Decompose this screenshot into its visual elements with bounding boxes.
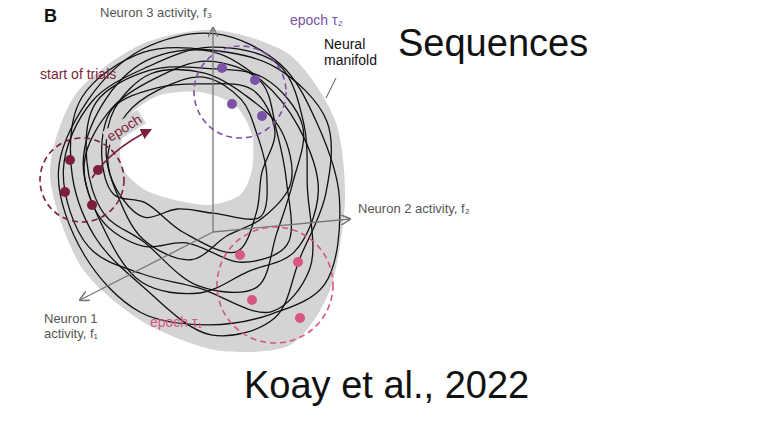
dot bbox=[65, 155, 75, 165]
epoch-dots bbox=[60, 63, 305, 323]
axis-f1 bbox=[80, 232, 213, 300]
dot bbox=[227, 99, 237, 109]
dot bbox=[250, 75, 260, 85]
axes bbox=[80, 28, 350, 300]
start-circle bbox=[40, 138, 124, 222]
dot bbox=[60, 187, 70, 197]
epoch-label: epoch τ₁ bbox=[150, 314, 202, 330]
dot bbox=[257, 111, 267, 121]
dot bbox=[235, 250, 245, 260]
trajectory bbox=[84, 61, 291, 262]
trajectory bbox=[83, 50, 318, 294]
dot bbox=[247, 295, 257, 305]
axis-label: Neuron 2 activity, f₂ bbox=[358, 202, 470, 217]
tau1-circle bbox=[217, 227, 333, 343]
slide-title: Sequences bbox=[398, 22, 588, 66]
dot bbox=[293, 257, 303, 267]
axis-label: Neuron 3 activity, f₃ bbox=[100, 6, 212, 21]
citation-caption: Koay et al., 2022 bbox=[244, 364, 529, 408]
trajectory bbox=[102, 84, 275, 253]
trajectory bbox=[71, 48, 332, 336]
trajectory bbox=[63, 47, 313, 312]
axis-f2 bbox=[213, 219, 350, 232]
dot bbox=[87, 200, 97, 210]
panel-letter: B bbox=[44, 6, 57, 27]
dot bbox=[217, 63, 227, 73]
epoch-label: start of trials bbox=[40, 66, 116, 82]
leader-line bbox=[326, 78, 336, 98]
epoch-circles bbox=[40, 46, 333, 343]
dot bbox=[295, 313, 305, 323]
manifold-label: Neural manifold bbox=[324, 36, 404, 68]
trajectory bbox=[108, 77, 267, 219]
axis-label: Neuron 1 activity, f₁ bbox=[44, 312, 128, 342]
tau2-circle bbox=[194, 46, 286, 138]
epoch-label: epoch τ₂ bbox=[290, 12, 343, 28]
